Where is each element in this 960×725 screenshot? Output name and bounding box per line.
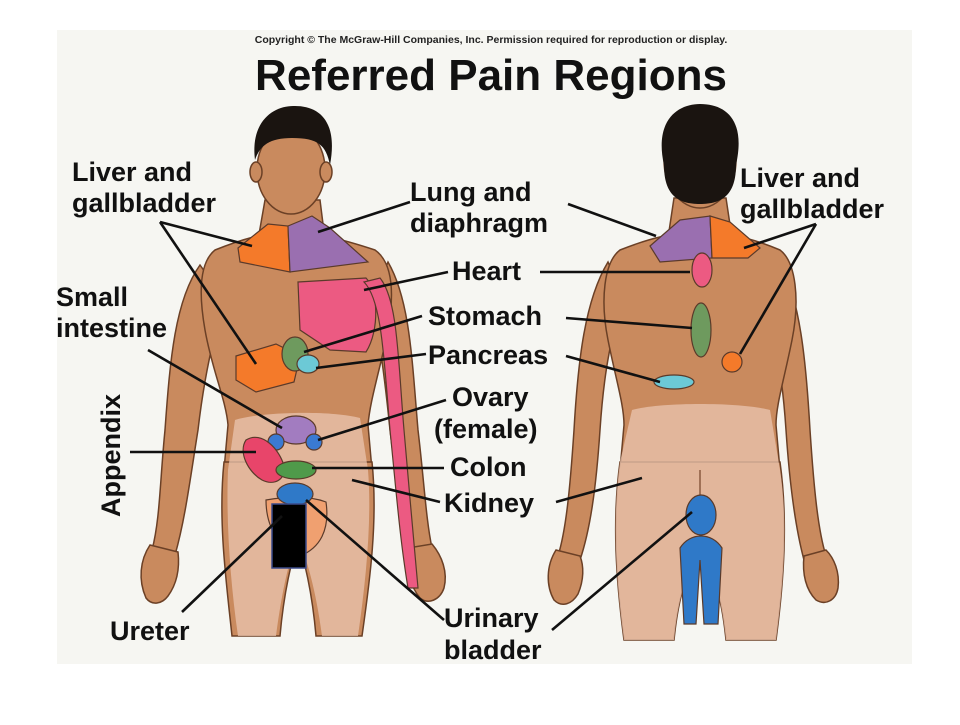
label-liver-front-line1: Liver and [72, 157, 192, 187]
leader-lung-front [317, 200, 411, 234]
labels: Liver and gallbladder Small intestine Ap… [56, 157, 885, 665]
front-colon-zone [275, 460, 317, 480]
leader-stomach-front [303, 314, 423, 354]
back-pancreas-zone [653, 374, 695, 390]
leader-liver-back-b [738, 223, 818, 355]
front-left-hand [140, 544, 180, 604]
front-small-intestine-zone [275, 415, 317, 445]
front-hair [254, 105, 332, 165]
leader-liver-front-b [158, 221, 258, 365]
leader-pancreas-back [565, 354, 661, 384]
leader-lines [130, 200, 818, 631]
leader-liver-front-a [159, 220, 253, 248]
label-lung-line2: diaphragm [410, 208, 548, 238]
diagram-title: Referred Pain Regions [255, 51, 727, 100]
front-heart-arm-zone [362, 277, 419, 589]
back-stomach-zone [690, 302, 712, 358]
back-heart-zone [691, 252, 713, 288]
label-ureter: Ureter [110, 616, 190, 646]
front-appendix-zone [242, 436, 285, 483]
label-stomach: Stomach [428, 301, 542, 331]
label-lung-line1: Lung and [410, 177, 531, 207]
front-left-ear [249, 161, 263, 183]
copyright-notice: Copyright © The McGraw-Hill Companies, I… [255, 34, 728, 46]
label-pancreas: Pancreas [428, 340, 548, 370]
label-liver-back-line2: gallbladder [740, 194, 885, 224]
label-urinary-bladder-line2: bladder [444, 635, 542, 665]
front-figure [140, 105, 446, 637]
label-urinary-bladder-line1: Urinary [444, 603, 539, 633]
label-small-intestine-line1: Small [56, 282, 128, 312]
back-left-hand [547, 549, 584, 605]
leader-pancreas-front [315, 352, 427, 370]
leader-bladder-front [305, 499, 445, 621]
leader-bladder-back [551, 511, 693, 631]
leader-heart-front [363, 270, 449, 292]
leader-liver-back-a [743, 222, 817, 250]
label-kidney: Kidney [444, 488, 534, 518]
label-liver-front-line2: gallbladder [72, 188, 217, 218]
back-urinary-bladder-upper-zone [685, 494, 717, 536]
leader-lung-back [567, 202, 657, 238]
leader-ureter [181, 515, 283, 613]
leader-small-intestine [147, 348, 283, 430]
leader-ovary [317, 398, 447, 442]
leader-kidney-back [555, 476, 643, 504]
front-pancreas-zone [296, 354, 320, 374]
label-liver-back-line1: Liver and [740, 163, 860, 193]
back-liver-dot-zone [721, 351, 743, 373]
front-right-ear [319, 161, 333, 183]
redaction-block [271, 503, 307, 569]
back-figure [547, 104, 840, 641]
back-hair [661, 104, 739, 204]
front-ovary-right-zone [305, 433, 323, 451]
back-right-hand [802, 549, 840, 604]
label-ovary-line1: Ovary [452, 382, 529, 412]
front-lung-zone [287, 215, 370, 273]
leader-kidney-front [351, 478, 441, 504]
label-appendix: Appendix [96, 394, 126, 517]
back-urinary-bladder-leg-zone [679, 535, 723, 625]
label-colon: Colon [450, 452, 526, 482]
label-small-intestine-line2: intestine [56, 313, 167, 343]
label-heart: Heart [452, 256, 521, 286]
label-ovary-line2: (female) [434, 414, 538, 444]
leader-stomach-back [565, 316, 693, 330]
